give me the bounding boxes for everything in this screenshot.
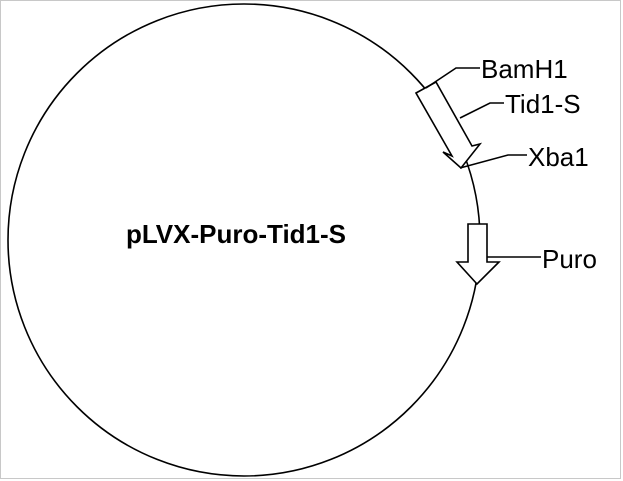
- xba1-label: Xba1: [528, 142, 589, 172]
- tid1s-label: Tid1-S: [505, 89, 581, 119]
- puro-label: Puro: [542, 244, 597, 274]
- plasmid-name: pLVX-Puro-Tid1-S: [126, 219, 346, 249]
- xba1-leader-line: [459, 154, 527, 169]
- puro-resistance-arrow: [455, 223, 501, 286]
- tid1s-leader-line: [459, 102, 504, 119]
- bamh1-leader-line: [425, 67, 480, 89]
- tid1s-insert-arrow: [414, 80, 483, 170]
- bamh1-label: BamH1: [481, 54, 568, 84]
